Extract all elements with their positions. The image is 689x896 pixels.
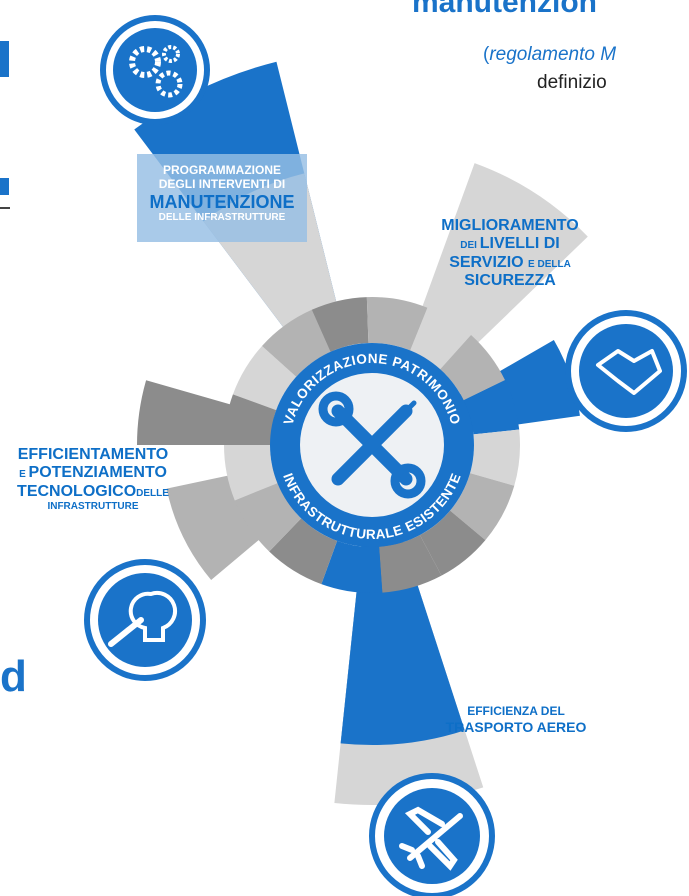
page-subtitle: (regolamento M (483, 44, 617, 65)
left-edge-mark (0, 207, 10, 209)
label-manutenzione: PROGRAMMAZIONE DEGLI INTERVENTI DI MANUT… (137, 154, 307, 242)
hub-segment-3 (366, 297, 428, 351)
hub-segment-14 (224, 445, 278, 501)
gears-icon (100, 15, 210, 125)
hub-segment-2 (311, 297, 369, 352)
hub-segment-10 (379, 535, 442, 593)
left-edge-mark (0, 178, 9, 195)
label-tecnologico: EFFICIENTAMENTO E POTENZIAMENTO TECNOLOG… (17, 446, 169, 513)
hub-segment-5 (440, 335, 506, 401)
hub-segment-8 (450, 473, 515, 541)
page-title: manutenzion (412, 0, 597, 19)
hub-segment-9 (419, 510, 486, 576)
hub-segment-13 (234, 483, 302, 552)
label-aereo: EFFICIENZA DEL TRASPORTO AEREO (445, 704, 587, 735)
hub-segment-15 (224, 394, 277, 445)
hub-segment-7 (470, 429, 521, 486)
hub-segment-11 (321, 540, 383, 593)
hub-segment-4 (410, 307, 472, 370)
wheel-sectors (134, 61, 588, 805)
page-subtitle-line2: definizio (537, 72, 607, 93)
left-edge-letter: d (0, 652, 27, 701)
hub-segment-0 (232, 345, 297, 411)
hub-segment-6 (463, 380, 520, 435)
airplane-icon (369, 773, 495, 896)
wrench-bulb-icon (84, 559, 206, 681)
label-servizio: MIGLIORAMENTO DEI LIVELLI DI SERVIZIO E … (441, 217, 579, 290)
tools-icon (318, 391, 426, 499)
hub-segment-1 (262, 309, 331, 377)
left-edge-mark (0, 41, 9, 77)
handshake-icon (565, 310, 687, 432)
hub-segment-12 (269, 518, 338, 585)
